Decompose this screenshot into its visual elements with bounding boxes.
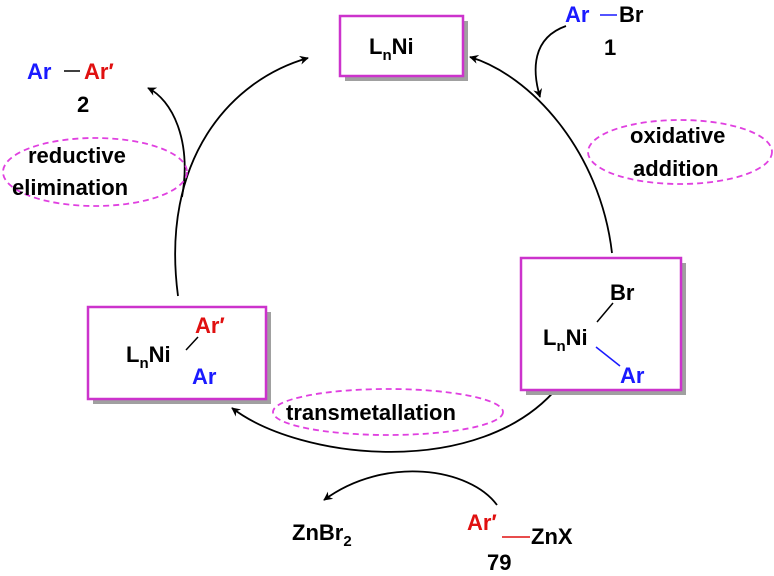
transmetallation-arrow: [231, 386, 559, 453]
aryl-bromide-reagent: Ar Br 1: [565, 2, 644, 60]
reductive-elimination-line2: elimination: [12, 175, 128, 200]
product-release-arrow: [147, 87, 186, 198]
oxidative-addition-oval: [587, 119, 773, 185]
transmetallation-text: transmetallation: [286, 400, 456, 425]
zinc-bromide-byproduct: ZnBr2: [292, 520, 352, 550]
product-ar-prime: Ar′: [84, 59, 114, 84]
bromide-ligand: Br: [610, 280, 635, 305]
oxidative-addition-complex-box: Br LnNi Ar: [519, 256, 686, 395]
aryl-ligand: Ar: [620, 363, 645, 388]
aryl-ligand-left: Ar: [192, 364, 217, 389]
reductive-elimination-arrow: [174, 55, 309, 297]
reductive-elimination-oval: [2, 137, 188, 207]
organozinc-ar-prime: Ar′: [467, 510, 497, 535]
catalyst-label: LnNi: [369, 34, 414, 64]
reductive-elimination-line1: reductive: [28, 143, 126, 168]
compound-number-1: 1: [604, 35, 616, 60]
aryl-bromide-entry-arrow: [533, 25, 567, 98]
ni-br-bond: [596, 302, 614, 323]
compound-number-79: 79: [487, 550, 511, 575]
compound-number-2: 2: [77, 92, 89, 117]
catalyst-box: LnNi: [338, 14, 468, 81]
ni-ar-prime-bond: [185, 336, 199, 351]
organozinc-znx: ZnX: [531, 524, 573, 549]
aryl-bromide-br: Br: [619, 2, 644, 27]
ni-center-label-left: LnNi: [126, 342, 171, 372]
aryl-bromide-ar: Ar: [565, 2, 590, 27]
reductive-elimination-label: reductive elimination: [2, 137, 188, 207]
oxidative-addition-line1: oxidative: [630, 123, 725, 148]
organozinc-reagent: Ar′ ZnX 79: [467, 510, 573, 575]
product-ar: Ar: [27, 59, 52, 84]
zinc-entry-arrow: [323, 470, 498, 506]
transmetallation-oval: [272, 388, 504, 436]
biaryl-product: Ar Ar′ 2: [27, 59, 114, 117]
oxidative-addition-arrow: [469, 55, 613, 254]
ni-ar-bond: [595, 346, 621, 367]
aryl-prime-ligand: Ar′: [195, 313, 225, 338]
transmetallation-label: transmetallation: [272, 388, 504, 436]
oxidative-addition-line2: addition: [633, 156, 719, 181]
transmetallation-complex-box: Ar′ LnNi Ar: [86, 305, 271, 404]
ni-center-label: LnNi: [543, 325, 588, 355]
oxidative-addition-label: oxidative addition: [587, 119, 773, 185]
